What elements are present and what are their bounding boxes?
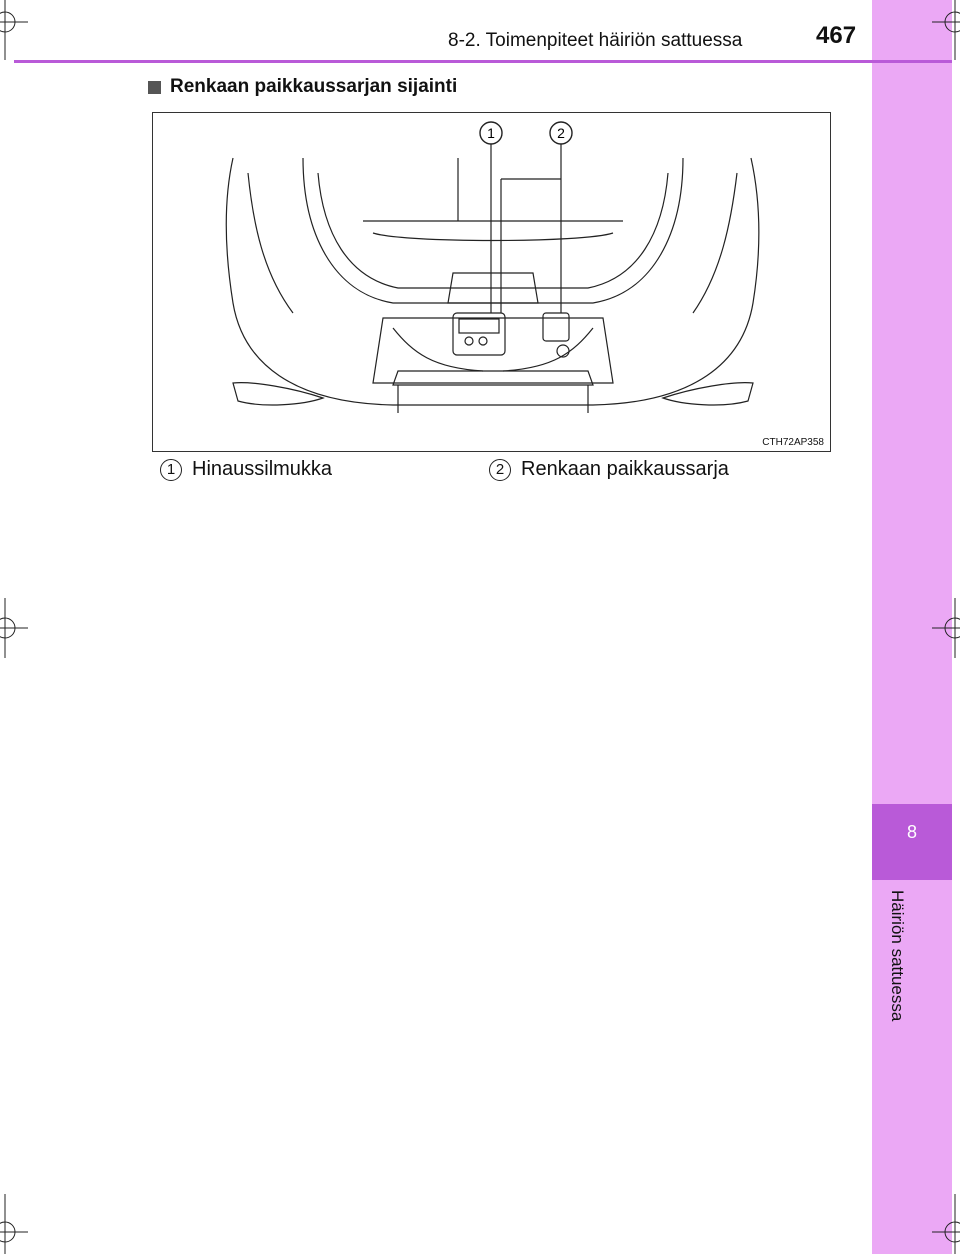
chapter-side-tab [872, 0, 952, 1254]
chapter-number: 8 [906, 822, 917, 842]
legend-number-2: 2 [489, 458, 511, 481]
legend-item-2: 2 Renkaan paikkaussarja [489, 458, 729, 481]
crop-mark-icon [0, 0, 28, 60]
section-title-text: Renkaan paikkaussarjan sijainti [170, 76, 458, 97]
figure-callout-1-label: 1 [487, 125, 495, 141]
figure-callout-1 [479, 121, 503, 145]
legend-number-1: 1 [160, 458, 182, 481]
crop-mark-icon [932, 598, 960, 658]
legend-item-1: 1 Hinaussilmukka [160, 458, 332, 481]
figure-code: CTH72AP358 [762, 437, 824, 448]
bullet-square-icon [148, 80, 161, 94]
crop-mark-icon [932, 1194, 960, 1254]
crop-mark-icon [932, 0, 960, 60]
crop-mark-icon [0, 1194, 28, 1254]
page-number: 467 [816, 22, 857, 49]
crop-mark-icon [0, 598, 28, 658]
header-rule [14, 60, 952, 63]
legend-label-1: Hinaussilmukka [192, 458, 333, 480]
figure-callout-2-label: 2 [557, 125, 565, 141]
trunk-illustration: 1 2 CTH72AP358 [152, 112, 831, 452]
running-header: 8-2. Toimenpiteet häiriön sattuessa [448, 30, 743, 51]
legend-label-2: Renkaan paikkaussarja [521, 458, 729, 480]
chapter-number-tab [872, 804, 952, 880]
figure-callout-2 [549, 121, 573, 145]
section-title: Renkaan paikkaussarjan sijainti [148, 76, 457, 98]
chapter-title: Häiriön sattuessa [888, 890, 907, 1022]
car-trunk-drawing: 1 2 [225, 121, 760, 413]
